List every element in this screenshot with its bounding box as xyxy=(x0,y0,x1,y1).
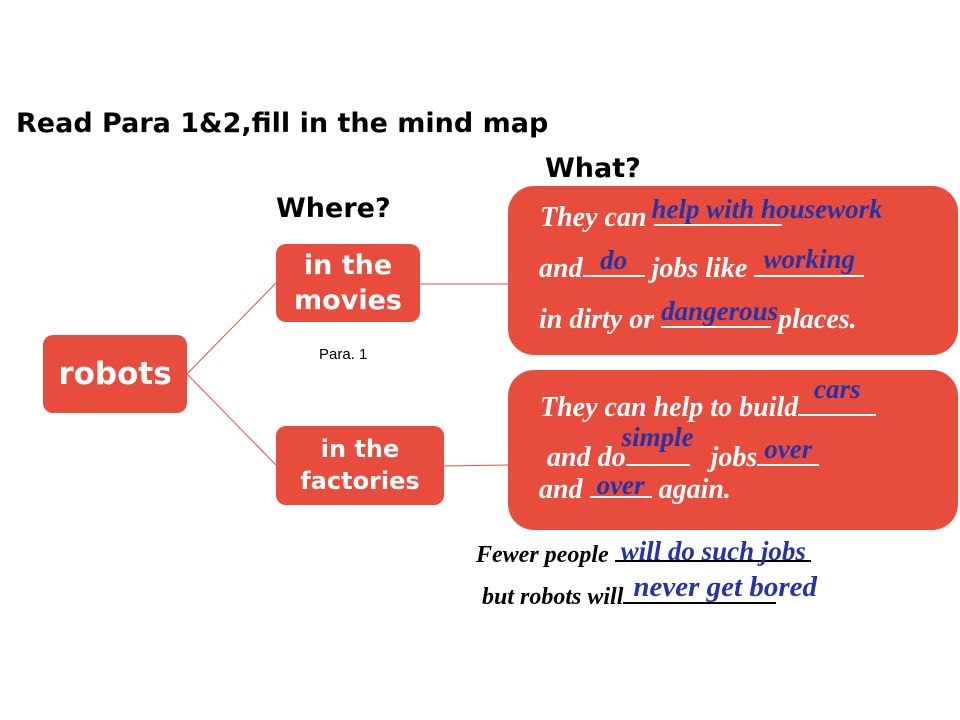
bottom-line2: but robots will never get bored xyxy=(482,571,817,611)
box1-line3: in dirty or dangerous places. xyxy=(539,296,857,336)
text: They can help to build xyxy=(540,392,799,423)
answer: simple xyxy=(621,422,694,452)
box2-line1: They can help to build cars xyxy=(540,374,877,424)
blank: cars xyxy=(798,374,877,416)
text: and xyxy=(539,253,583,284)
answer: cars xyxy=(813,374,861,404)
where-label: Where? xyxy=(276,193,391,224)
connector-root-factories xyxy=(186,373,277,466)
box1-line1: They can help with housework xyxy=(540,194,883,234)
blank: will do such jobs xyxy=(614,536,811,566)
text: They can xyxy=(540,202,647,233)
blank: over xyxy=(757,434,820,466)
text: jobs like xyxy=(651,253,748,284)
answer: working xyxy=(763,244,856,274)
blank: working xyxy=(754,244,865,277)
para-label: Para. 1 xyxy=(319,346,368,363)
text: jobs xyxy=(710,442,758,473)
connector-root-movies xyxy=(186,282,277,375)
text: again. xyxy=(658,474,731,505)
blank: never get bored xyxy=(623,571,817,604)
text: but robots will xyxy=(482,584,624,610)
text: Fewer people xyxy=(476,542,609,568)
node-in-the-factories: in the factories xyxy=(276,426,444,505)
box2-line3: and over again. xyxy=(539,470,731,506)
blank: do xyxy=(582,245,645,277)
slide-title: Read Para 1&2,fill in the mind map xyxy=(16,108,549,139)
node-in-the-movies: in the movies xyxy=(276,244,420,322)
text: and do xyxy=(547,442,626,473)
answer: over xyxy=(596,470,645,500)
answer: dangerous xyxy=(661,296,779,326)
node-robots: robots xyxy=(43,335,187,413)
answer: never get bored xyxy=(633,571,817,603)
blank: simple xyxy=(622,422,694,466)
answer: over xyxy=(764,434,813,464)
text: in dirty or xyxy=(539,304,655,335)
blank: dangerous xyxy=(661,296,778,328)
blank: over xyxy=(589,470,652,500)
bottom-line1: Fewer people will do such jobs xyxy=(476,536,811,569)
answer: will do such jobs xyxy=(620,536,806,566)
connector-factories-box xyxy=(443,464,509,467)
factories-detail-box xyxy=(508,370,958,530)
answer: do xyxy=(600,245,628,275)
blank: help with housework xyxy=(652,194,883,226)
text: and xyxy=(539,474,583,505)
answer: help with housework xyxy=(651,194,883,224)
text: places. xyxy=(778,304,857,335)
what-label: What? xyxy=(545,153,641,184)
